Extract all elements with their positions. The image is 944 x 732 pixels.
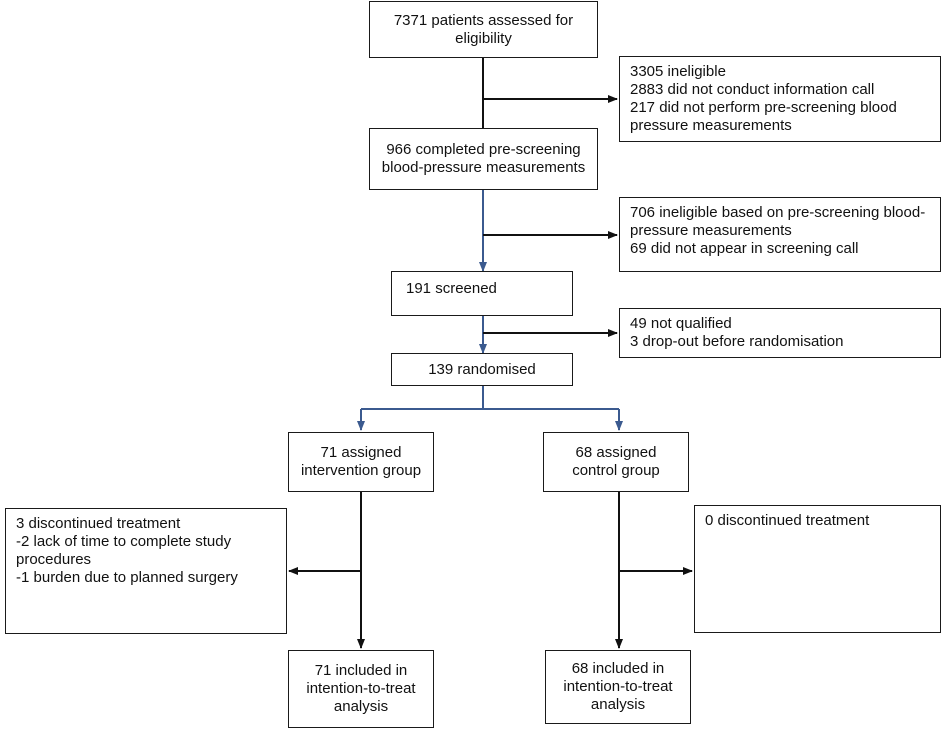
itt-control-line-2: intention-to-treat: [563, 678, 673, 695]
itt-intervention-line-1: 71 included in: [314, 662, 408, 679]
box-itt-control: 68 included in intention-to-treat analys…: [545, 650, 691, 724]
box-itt-intervention: 71 included in intention-to-treat analys…: [288, 650, 434, 728]
excluded2-line-1: 706 ineligible based on pre-screening bl…: [630, 204, 926, 221]
discont-intervention-line-4: -1 burden due to planned surgery: [16, 569, 238, 586]
excluded1-line-4: pressure measurements: [630, 117, 792, 134]
box-assessed: 7371 patients assessed for eligibility: [369, 1, 598, 58]
box-assessed-line-1: 7371 patients assessed for: [393, 11, 574, 29]
box-prescreen: 966 completed pre-screening blood-pressu…: [369, 128, 598, 190]
itt-control-line-3: analysis: [590, 696, 646, 713]
excluded2-line-3: 69 did not appear in screening call: [630, 240, 859, 257]
discont-intervention-line-3: procedures: [16, 551, 92, 568]
box-screened-label: 191 screened: [406, 280, 497, 297]
box-discontinued-control: 0 discontinued treatment: [694, 505, 941, 633]
box-randomised-label: 139 randomised: [428, 360, 536, 378]
box-excluded-screening: 49 not qualified 3 drop-out before rando…: [619, 308, 941, 358]
control-line-2: control group: [572, 462, 660, 479]
box-intervention-group: 71 assigned intervention group: [288, 432, 434, 492]
excluded3-line-1: 49 not qualified: [630, 315, 732, 332]
excluded1-line-2: 2883 did not conduct information call: [630, 81, 875, 98]
box-prescreen-line-1: 966 completed pre-screening: [386, 141, 581, 158]
excluded1-line-3: 217 did not perform pre-screening blood: [630, 99, 897, 116]
intervention-line-2: intervention group: [300, 462, 422, 479]
excluded3-line-2: 3 drop-out before randomisation: [630, 333, 844, 350]
intervention-line-1: 71 assigned: [320, 444, 402, 461]
box-assessed-line-2: eligibility: [455, 29, 512, 47]
discont-intervention-line-2: -2 lack of time to complete study: [16, 533, 232, 550]
box-control-group: 68 assigned control group: [543, 432, 689, 492]
box-randomised: 139 randomised: [391, 353, 573, 386]
control-line-1: 68 assigned: [575, 444, 657, 461]
box-prescreen-line-2: blood-pressure measurements: [381, 159, 586, 176]
excluded1-line-1: 3305 ineligible: [630, 63, 726, 80]
excluded2-line-2: pressure measurements: [630, 222, 792, 239]
box-screened: 191 screened: [391, 271, 573, 316]
box-excluded-ineligible: 3305 ineligible 2883 did not conduct inf…: [619, 56, 941, 142]
box-excluded-prescreen: 706 ineligible based on pre-screening bl…: [619, 197, 941, 272]
discont-control-line-1: 0 discontinued treatment: [705, 512, 870, 529]
itt-control-line-1: 68 included in: [571, 660, 665, 677]
itt-intervention-line-2: intention-to-treat: [306, 680, 416, 697]
discont-intervention-line-1: 3 discontinued treatment: [16, 515, 181, 532]
itt-intervention-line-3: analysis: [333, 698, 389, 715]
box-discontinued-intervention: 3 discontinued treatment -2 lack of time…: [5, 508, 287, 634]
